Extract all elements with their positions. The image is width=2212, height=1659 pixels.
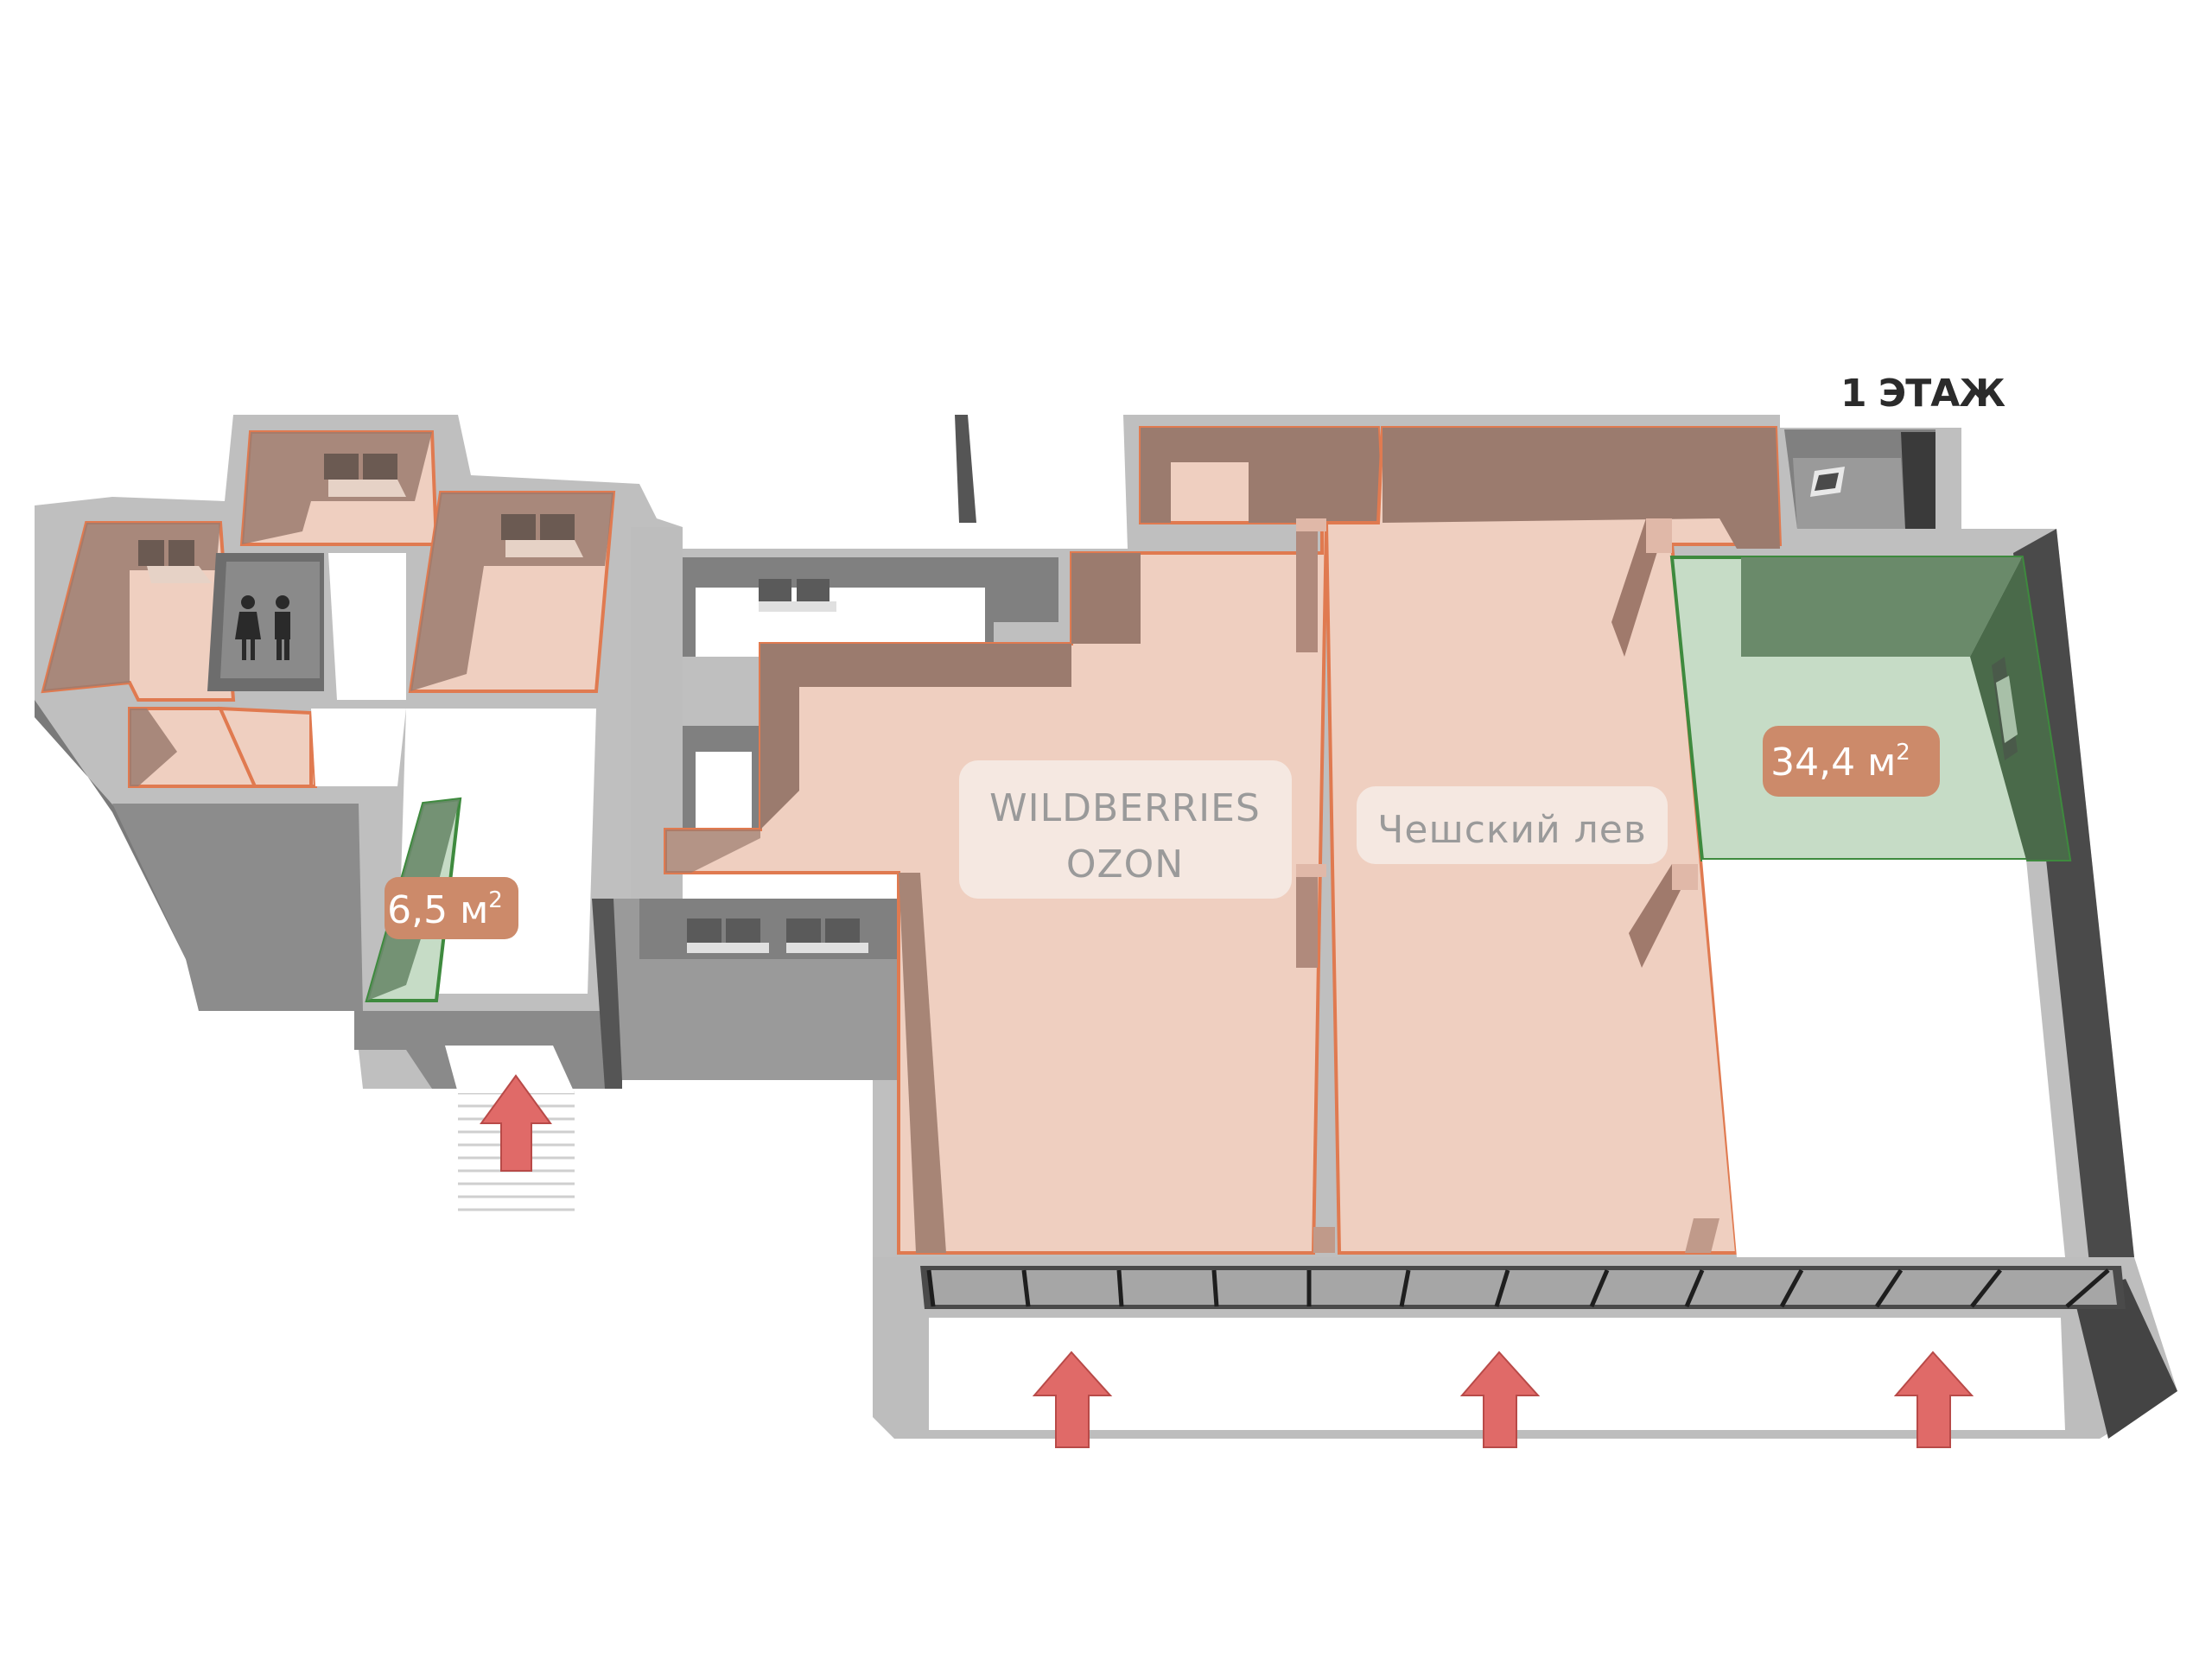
window-icon xyxy=(1810,467,1845,497)
front-facade-shadow xyxy=(2074,1279,2177,1439)
annex-room-4b xyxy=(217,706,313,788)
entrance-arrow-icon xyxy=(1893,1351,1974,1448)
columns xyxy=(1296,518,1719,1253)
window-icon xyxy=(759,579,836,612)
area-badge-small-text: 6,5 м2 xyxy=(387,887,503,932)
rented-zone-1-mid-wall xyxy=(760,644,1071,830)
rented-zone-1-back-wall xyxy=(1141,428,1382,523)
window-icon xyxy=(138,540,212,583)
free-zone-large-back-wall xyxy=(1741,557,2022,657)
area-badge-small: 6,5 м2 xyxy=(385,877,518,939)
area-badge-large: 34,4 м2 xyxy=(1763,726,1940,797)
column xyxy=(1296,873,1318,968)
window-icon xyxy=(1992,657,2018,760)
shopfront-mullions xyxy=(926,1268,2110,1308)
restroom-floor xyxy=(220,562,320,678)
shopfront-glazing xyxy=(920,1266,2126,1309)
tenant-label-2-bg xyxy=(1357,786,1668,864)
window-icon xyxy=(324,454,406,497)
tenant-label-2: Чешский лев xyxy=(1357,786,1668,864)
annex-wall-left-face xyxy=(35,700,190,968)
service-corridor xyxy=(631,527,683,899)
annex-room-4-wall xyxy=(130,709,177,786)
annex-corridor-3 xyxy=(311,709,406,786)
area-badge-large-value: 34,4 м xyxy=(1770,741,1896,785)
column xyxy=(1313,1227,1335,1253)
rented-zone-2-back-wall xyxy=(1382,428,1780,549)
area-badge-small-bg xyxy=(385,877,518,939)
area-badge-small-sup: 2 xyxy=(488,887,503,913)
service-room-top-right-floor xyxy=(1793,458,1905,529)
area-badge-small-value: 6,5 м xyxy=(387,888,488,932)
window-icon xyxy=(687,918,769,953)
rented-zone-1-step-wall xyxy=(1071,553,1141,644)
annex-shadow-strip xyxy=(592,899,622,1089)
wall-stub-top xyxy=(955,415,976,523)
entrance-arrow-icon xyxy=(1032,1351,1113,1448)
column xyxy=(1296,864,1326,877)
rented-zone-1-side-wall xyxy=(899,873,946,1253)
window-icon xyxy=(501,514,583,557)
column xyxy=(1296,518,1318,652)
rented-zone-1-left-edge xyxy=(665,830,760,873)
area-badge-large-sup: 2 xyxy=(1896,740,1910,766)
service-room-2-floor xyxy=(696,752,752,830)
restroom-icon xyxy=(235,595,290,660)
area-badge-large-text: 34,4 м2 xyxy=(1770,740,1910,785)
service-room-top-right-dark xyxy=(1901,432,1936,529)
entrance-arrow-icon xyxy=(1459,1351,1541,1448)
column xyxy=(1672,864,1698,890)
annex-corridor-1 xyxy=(328,553,406,700)
annex-wall-lower-face xyxy=(112,804,363,1011)
free-zone-large-side-wall xyxy=(1970,557,2069,860)
tenant-label-1-bg xyxy=(959,760,1292,899)
tenant-label-1-line1: WILDBERRIES xyxy=(989,786,1261,830)
column xyxy=(1296,518,1326,531)
stairs-landing xyxy=(445,1046,575,1093)
floor-label: 1 ЭТАЖ xyxy=(1840,372,2005,416)
tenant-label-1-line2: OZON xyxy=(1066,842,1184,887)
windows xyxy=(138,454,2126,1309)
tenant-label-1: WILDBERRIES OZON xyxy=(959,760,1292,899)
tenant-label-2-text: Чешский лев xyxy=(1377,808,1647,852)
column xyxy=(1685,1218,1719,1253)
entrance-arrow-icon xyxy=(480,1074,552,1172)
column xyxy=(1646,518,1672,553)
area-badge-large-bg xyxy=(1763,726,1940,797)
free-zone-open-floor xyxy=(1702,860,2065,1257)
window-icon xyxy=(786,918,868,953)
